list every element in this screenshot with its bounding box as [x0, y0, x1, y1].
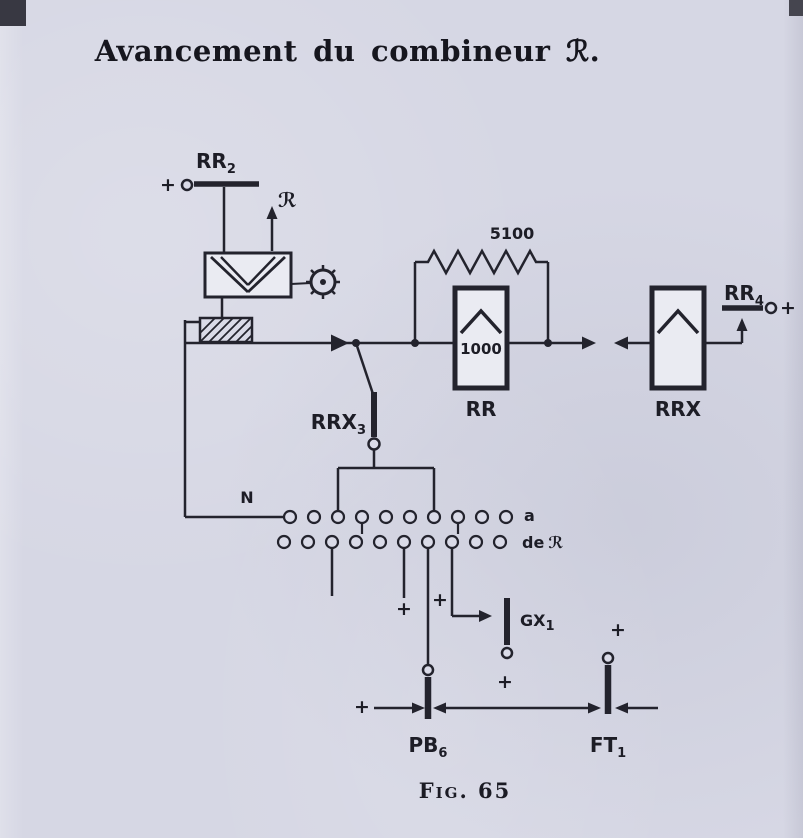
wire	[354, 342, 375, 395]
plus-sign: +	[780, 297, 796, 319]
pb6-label: PB6	[409, 733, 448, 761]
relay-coil-box	[452, 285, 510, 391]
ft1-label: FT1	[590, 733, 626, 761]
resistor-5100: 5100	[413, 224, 550, 343]
escapement-v-inner	[220, 256, 249, 286]
contact-terminal	[601, 651, 615, 665]
contact-point	[396, 534, 412, 550]
escapement-v	[247, 255, 286, 294]
plus-sign: +	[432, 589, 448, 611]
n-label: N	[240, 488, 253, 507]
resistor-value-label: 5100	[490, 224, 535, 243]
coil-value-label: 1000	[460, 340, 502, 358]
left-arrowhead	[614, 336, 628, 350]
script-r-label: ℛ	[278, 188, 297, 212]
plus-sign: +	[497, 671, 513, 693]
contact-terminal	[500, 646, 514, 660]
gx1-label: GX1	[520, 611, 555, 634]
right-arrowhead	[479, 610, 492, 622]
ratchet-wheel-icon	[290, 265, 340, 299]
contact-point	[372, 534, 388, 550]
relay-rr: 1000 RR	[452, 285, 510, 421]
escapement-v	[210, 255, 249, 294]
contact-point	[444, 534, 460, 550]
contact-point	[492, 534, 508, 550]
right-arrowhead	[412, 702, 425, 714]
right-arrowhead	[582, 336, 596, 350]
contact-point	[306, 509, 322, 525]
coil-chevron	[459, 308, 503, 335]
right-arrowhead	[588, 702, 601, 714]
rrx3-label: RRX3	[311, 410, 366, 438]
left-arrowhead	[615, 702, 628, 714]
escapement-box	[203, 251, 293, 299]
contact-rr4: RR4 +	[722, 281, 796, 343]
pawl-triangle	[331, 334, 349, 352]
plus-sign: +	[396, 598, 412, 620]
figure-title: Avancement du combineur ℛ.	[94, 34, 601, 68]
contact-point	[426, 509, 442, 525]
contact-point	[468, 534, 484, 550]
a-label: a	[524, 506, 535, 525]
ratchet-relay: ℛ	[203, 188, 340, 319]
contact-point	[330, 509, 346, 525]
figure-caption: Fig. 65	[418, 778, 512, 803]
escapement-v-inner	[247, 256, 276, 286]
armature-hatched-block	[198, 316, 254, 344]
contact-point	[348, 534, 364, 550]
contact-rr2: RR2 +	[160, 149, 259, 253]
contact-gx1: GX1 +	[497, 598, 555, 693]
contact-point	[354, 509, 370, 525]
resistor-zigzag	[415, 248, 548, 276]
contact-point	[300, 534, 316, 550]
rrx-label: RRX	[655, 397, 702, 421]
bottom-wires: + +	[330, 548, 492, 664]
contact-point	[402, 509, 418, 525]
contact-pb6: + PB6	[354, 663, 601, 761]
up-arrowhead	[266, 206, 278, 219]
rr4-label: RR4	[724, 281, 764, 309]
coil-chevron	[656, 308, 700, 335]
contact-point	[378, 509, 394, 525]
contact-terminal	[764, 301, 778, 315]
contact-terminal	[180, 178, 194, 192]
contact-point	[324, 534, 340, 550]
left-arrowhead	[433, 702, 446, 714]
plus-sign: +	[160, 174, 176, 196]
plus-sign: +	[610, 619, 626, 641]
hatch-lines	[199, 317, 253, 343]
contact-point	[282, 509, 298, 525]
contact-terminal	[421, 663, 435, 677]
plus-sign: +	[354, 696, 370, 718]
rr-label: RR	[466, 397, 497, 421]
rr2-label: RR2	[196, 149, 236, 177]
contact-point	[474, 509, 490, 525]
contact-ft1: + FT1	[590, 619, 658, 761]
contact-point	[276, 534, 292, 550]
contact-point	[450, 509, 466, 525]
left-bus	[183, 320, 284, 519]
relay-coil-box	[649, 285, 707, 391]
scan-artifact-top-right	[789, 0, 803, 16]
contact-point	[498, 509, 514, 525]
scan-artifact-top-left	[0, 0, 26, 26]
contact-rrx3: RRX3	[311, 342, 436, 510]
contact-terminal	[367, 437, 381, 451]
up-arrowhead	[736, 318, 748, 331]
contact-point	[420, 534, 436, 550]
relay-rrx: RRX	[614, 285, 742, 421]
